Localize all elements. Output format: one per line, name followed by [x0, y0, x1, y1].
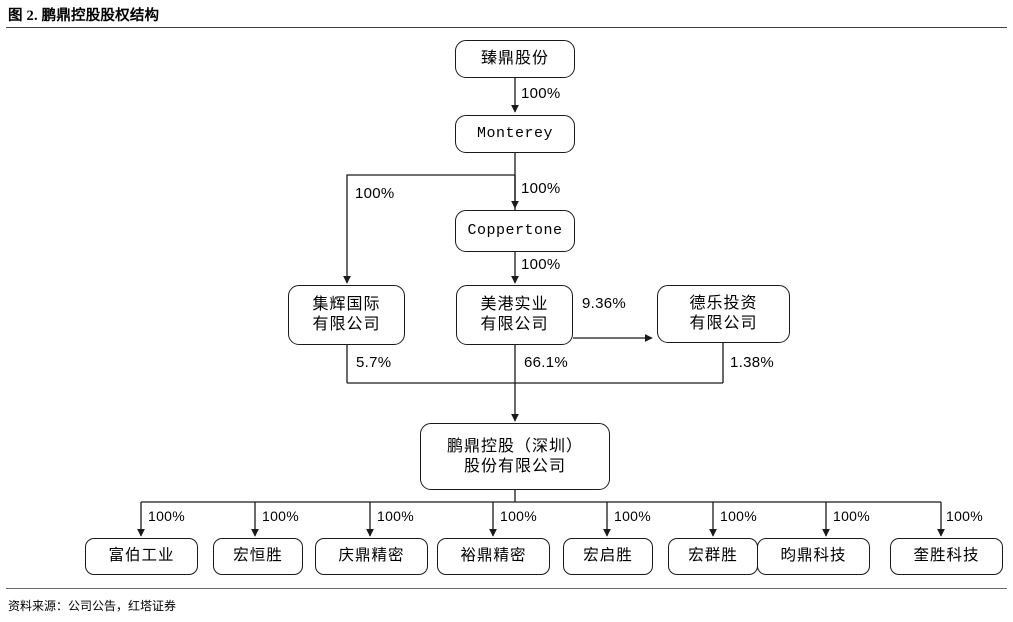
edge-label-monterey-coppertone: 100% [521, 180, 561, 197]
edge-label-subsidiary-3: 100% [500, 508, 538, 524]
node-meigang-industrial[interactable]: 美港实业 有限公司 [456, 285, 573, 345]
node-zhending-shares[interactable]: 臻鼎股份 [455, 40, 575, 78]
node-subsidiary-0[interactable]: 富伯工业 [85, 538, 198, 575]
node-subsidiary-5[interactable]: 宏群胜 [668, 538, 758, 575]
node-subsidiary-2[interactable]: 庆鼎精密 [315, 538, 428, 575]
title-divider [6, 27, 1007, 28]
edge-label-subsidiary-0: 100% [148, 508, 186, 524]
node-subsidiary-7[interactable]: 奎胜科技 [890, 538, 1003, 575]
node-jihui-international[interactable]: 集辉国际 有限公司 [288, 285, 405, 345]
node-coppertone[interactable]: Coppertone [455, 210, 575, 252]
edge-label-meigang-dele: 9.36% [582, 295, 627, 312]
edge-label-subsidiary-7: 100% [946, 508, 984, 524]
node-subsidiary-3[interactable]: 裕鼎精密 [437, 538, 550, 575]
ownership-structure-diagram: 臻鼎股份 Monterey Coppertone 集辉国际 有限公司 美港实业 … [0, 28, 1013, 588]
edge-label-subsidiary-1: 100% [262, 508, 300, 524]
node-subsidiary-4[interactable]: 宏启胜 [563, 538, 653, 575]
edge-label-subsidiary-2: 100% [377, 508, 415, 524]
edge-label-subsidiary-4: 100% [614, 508, 652, 524]
edge-label-meigang-pengding: 66.1% [524, 354, 569, 371]
edge-label-dele-pengding: 1.38% [730, 354, 775, 371]
edge-label-jihui-pengding: 5.7% [356, 354, 392, 371]
footer-divider [6, 588, 1007, 589]
node-pengding-holding[interactable]: 鹏鼎控股（深圳） 股份有限公司 [420, 423, 610, 490]
node-subsidiary-6[interactable]: 昀鼎科技 [757, 538, 870, 575]
node-dele-investment[interactable]: 德乐投资 有限公司 [657, 285, 790, 343]
source-note: 资料来源：公司公告，红塔证券 [8, 599, 177, 613]
edge-label-coppertone-meigang: 100% [521, 256, 561, 273]
edge-label-zhending-monterey: 100% [521, 85, 561, 102]
figure-title: 图 2. 鹏鼎控股股权结构 [8, 8, 160, 24]
edge-label-subsidiary-5: 100% [720, 508, 758, 524]
node-monterey[interactable]: Monterey [455, 115, 575, 153]
edge-label-monterey-jihui: 100% [355, 185, 395, 202]
connector-lines [137, 78, 945, 537]
node-subsidiary-1[interactable]: 宏恒胜 [213, 538, 303, 575]
edge-label-subsidiary-6: 100% [833, 508, 871, 524]
